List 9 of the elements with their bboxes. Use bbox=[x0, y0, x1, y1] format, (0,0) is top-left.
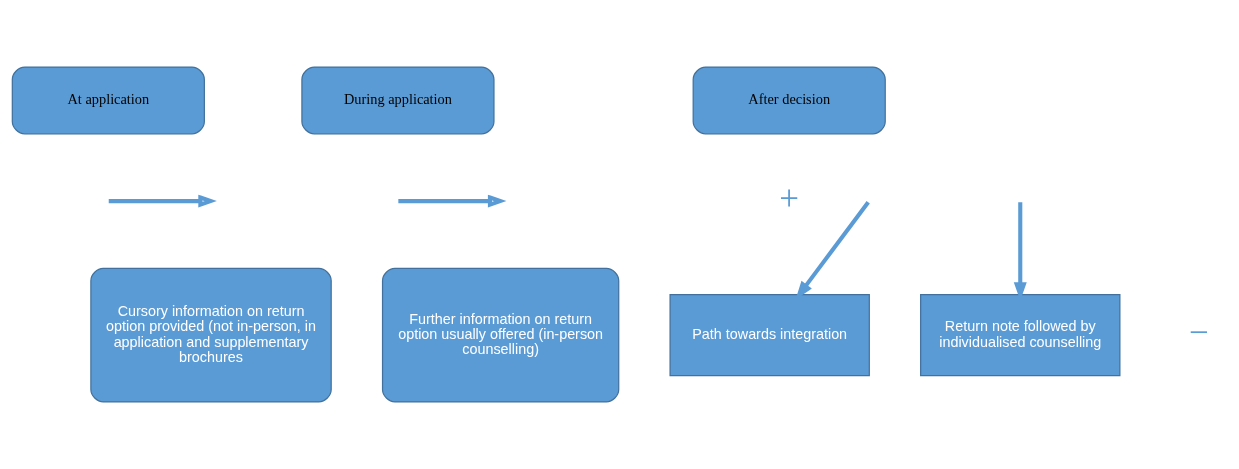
label: + bbox=[779, 179, 800, 219]
node-box: During application bbox=[301, 66, 495, 135]
node-box: Path towards integration bbox=[669, 293, 870, 377]
node-box: Cursory information on return option provided (not in-person, in application and supplementary brochures bbox=[90, 267, 332, 403]
node-box: At application bbox=[11, 66, 205, 135]
node-box: Return note followed by individualised counselling bbox=[920, 293, 1121, 377]
node-box: Further information on return option usually offered (in-person counselling) bbox=[381, 267, 620, 403]
label: − bbox=[1189, 313, 1209, 353]
node-box: After decision bbox=[692, 66, 886, 135]
